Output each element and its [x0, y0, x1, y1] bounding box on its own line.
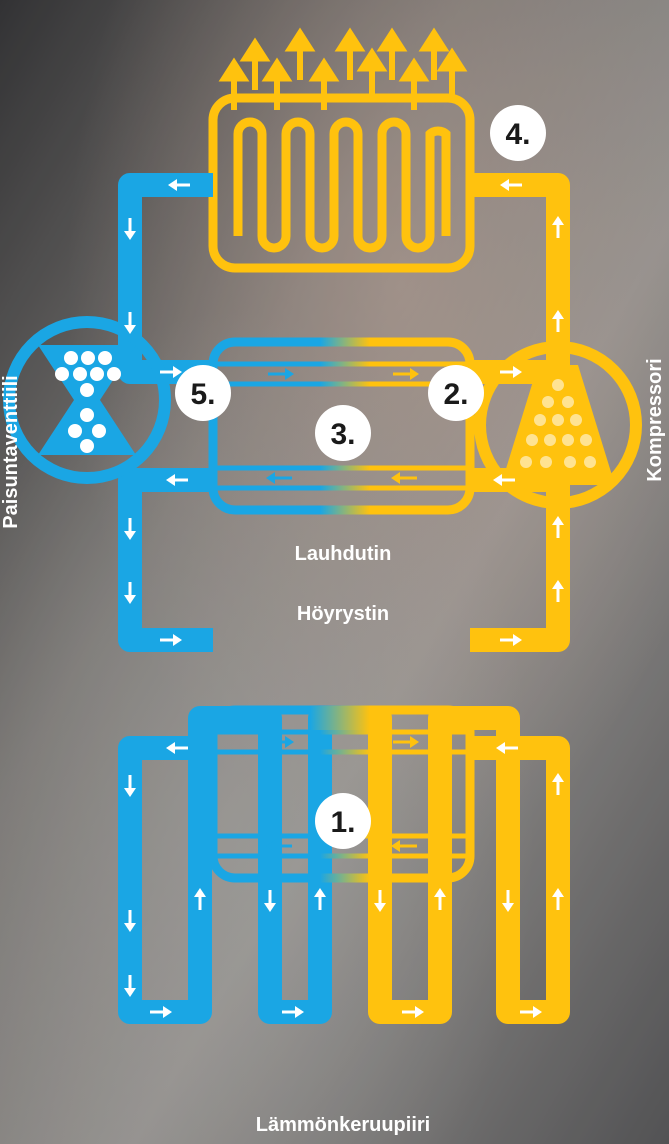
label-paisuntaventtiili: Paisuntaventtiili [0, 375, 22, 528]
badge-5: 5. [175, 365, 231, 421]
label-lauhdutin: Lauhdutin [295, 543, 392, 565]
badge-4: 4. [490, 105, 546, 161]
ground-loop-blend [310, 706, 370, 730]
badge-4-label: 4. [505, 118, 530, 151]
badge-5-label: 5. [190, 378, 215, 411]
label-lammonkeruupiiri: Lämmönkeruupiiri [256, 1114, 430, 1136]
label-kompressori: Kompressori [644, 358, 666, 481]
badge-1: 1. [315, 793, 371, 849]
badge-2: 2. [428, 365, 484, 421]
label-hoyrystin: Höyrystin [297, 603, 389, 625]
badge-2-label: 2. [443, 378, 468, 411]
badge-3: 3. [315, 405, 371, 461]
badge-3-label: 3. [330, 418, 355, 451]
badge-1-label: 1. [330, 806, 355, 839]
